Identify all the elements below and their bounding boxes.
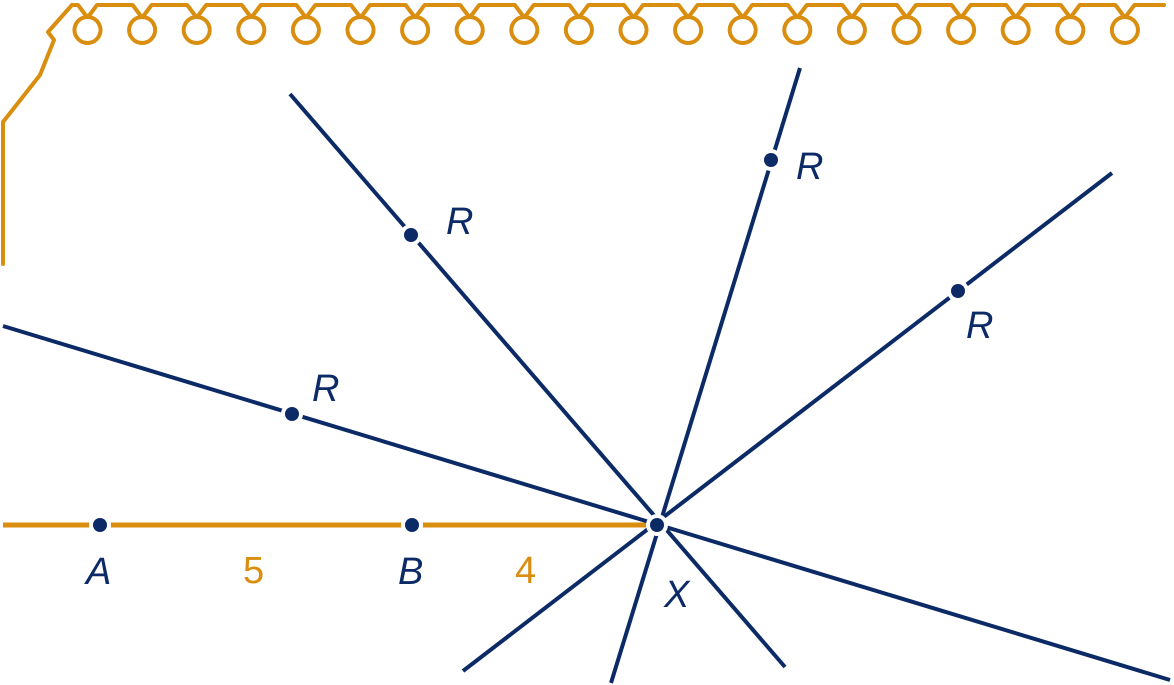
spring-coil-icon [1,3,1166,266]
base-points [89,514,668,536]
line-4 [461,171,1114,673]
point-x-label: X [663,574,691,616]
segment-bx-length: 4 [515,550,536,592]
ray-points [281,149,969,425]
labels: R R R R A B X 5 4 [84,146,993,616]
ray-label-1: R [312,368,339,410]
ray-label-2: R [446,201,473,243]
lines-through-x [2,67,1171,684]
segment-ab-length: 5 [243,550,264,592]
ray-label-4: R [966,305,993,347]
point-a-label: A [84,551,111,593]
point-b-label: B [398,551,423,593]
line-2 [288,92,787,669]
ray-label-3: R [796,146,823,188]
line-1 [2,324,1171,682]
